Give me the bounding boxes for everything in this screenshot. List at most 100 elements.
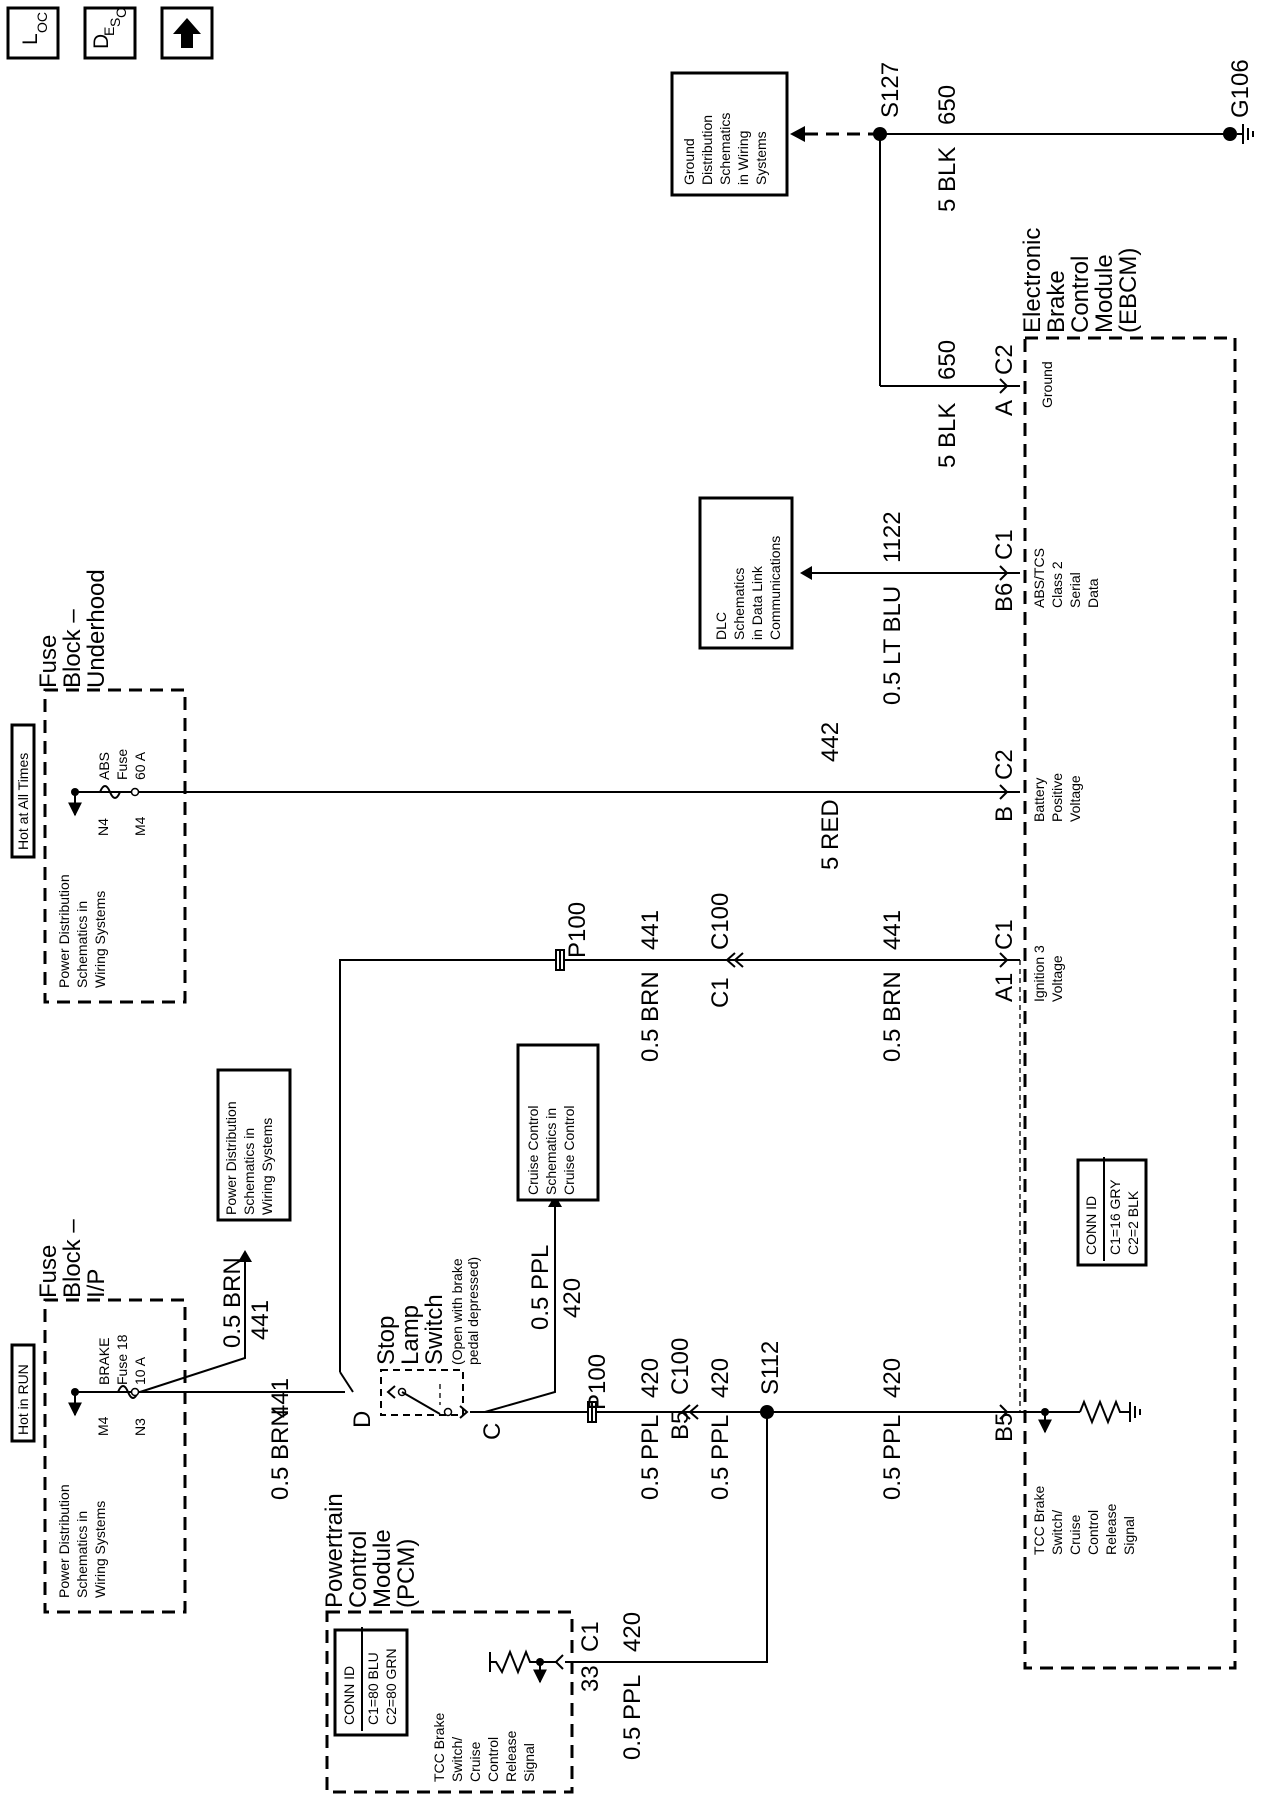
svg-text:Battery: Battery bbox=[1031, 778, 1047, 822]
svg-text:Fuse: Fuse bbox=[35, 1245, 62, 1298]
svg-text:in Wiring: in Wiring bbox=[735, 131, 751, 185]
circuit-650-bottom: 650 bbox=[934, 340, 961, 380]
ebcm-c1-data: C1 bbox=[991, 529, 1018, 560]
wire-brn-label-top-left: 0.5 BRN bbox=[637, 971, 664, 1062]
desc-sub2: S bbox=[107, 18, 123, 27]
ground-ref-text: Ground Distribution Schematics in Wiring… bbox=[681, 113, 769, 185]
desc-sub3: C bbox=[113, 8, 129, 18]
c100-label-bottom: C100 bbox=[667, 1338, 694, 1395]
arrow-up-icon bbox=[173, 18, 201, 48]
ip-node bbox=[71, 1388, 79, 1396]
s112-label: S112 bbox=[757, 1341, 784, 1395]
circuit-441-pd: 441 bbox=[247, 1300, 274, 1340]
svg-text:Switch/: Switch/ bbox=[1049, 1510, 1065, 1555]
c1-label-top: C1 bbox=[707, 977, 734, 1008]
svg-text:Systems: Systems bbox=[753, 131, 769, 185]
svg-text:in Data Link: in Data Link bbox=[749, 565, 765, 640]
circuit-442: 442 bbox=[817, 722, 844, 762]
hot-in-run-label: Hot in RUN bbox=[15, 1364, 31, 1435]
pcm-c1-label: C1 bbox=[577, 1621, 604, 1652]
svg-text:Stop: Stop bbox=[373, 1316, 400, 1365]
wire-blk-label-top: 5 BLK bbox=[934, 147, 961, 212]
brake-fuse-terminal bbox=[130, 1387, 140, 1397]
pcm-conn-id-text: CONN ID C1=80 BLU C2=80 GRN bbox=[341, 1627, 399, 1731]
up-button[interactable] bbox=[160, 6, 214, 60]
circuit-441-top-right: 441 bbox=[879, 910, 906, 950]
wire-brn-441-ignition bbox=[339, 959, 1005, 1372]
cruise-control-ref-box[interactable] bbox=[516, 1043, 600, 1202]
wire-ppl-label-cruise: 0.5 PPL bbox=[527, 1245, 554, 1330]
wire-ppl-label-b2: 0.5 PPL bbox=[707, 1415, 734, 1500]
g106-label: G106 bbox=[1227, 59, 1254, 118]
wire-ppl-label-b1: 0.5 PPL bbox=[637, 1415, 664, 1500]
svg-text:Fuse 18: Fuse 18 bbox=[114, 1334, 130, 1385]
svg-text:Communications: Communications bbox=[767, 536, 783, 640]
s127-label: S127 bbox=[877, 62, 904, 118]
ebcm-resistor-icon bbox=[1020, 1399, 1141, 1434]
c100-label-top: C100 bbox=[707, 893, 734, 950]
desc-sub1: E bbox=[101, 27, 117, 36]
dlc-ref-text: DLC Schematics in Data Link Communicatio… bbox=[713, 536, 783, 640]
svg-text:CONN ID: CONN ID bbox=[341, 1666, 357, 1725]
ebcm-ground-label: Ground bbox=[1039, 361, 1055, 408]
dlc-arrow bbox=[800, 566, 812, 580]
ebcm-conn-id-box bbox=[1076, 1158, 1148, 1267]
dlc-ref-box[interactable] bbox=[698, 496, 794, 650]
circuit-650-top: 650 bbox=[934, 85, 961, 125]
ebcm-pin-b-label: B bbox=[991, 806, 1018, 822]
pd-ip-text: Power Distribution Schematics in Wiring … bbox=[56, 1484, 108, 1598]
fuse-block-underhood-title: Fuse Block – Underhood bbox=[35, 569, 110, 688]
ground-distribution-ref-box[interactable] bbox=[670, 71, 789, 197]
pd-underhood-text: Power Distribution Schematics in Wiring … bbox=[56, 874, 108, 988]
svg-text:C1=80 BLU: C1=80 BLU bbox=[365, 1652, 381, 1725]
svg-text:Brake: Brake bbox=[1043, 270, 1070, 333]
svg-text:C2=2 BLK: C2=2 BLK bbox=[1125, 1190, 1141, 1255]
svg-text:pedal depressed): pedal depressed) bbox=[465, 1257, 481, 1365]
svg-text:Powertrain: Powertrain bbox=[321, 1493, 348, 1608]
svg-text:TCC Brake: TCC Brake bbox=[1031, 1486, 1047, 1555]
circuit-420-b2: 420 bbox=[707, 1358, 734, 1398]
circuit-420-b3: 420 bbox=[879, 1358, 906, 1398]
switch-pin-c: C bbox=[479, 1423, 506, 1440]
svg-text:Release: Release bbox=[1103, 1503, 1119, 1555]
description-button[interactable]: D E S C bbox=[83, 6, 137, 60]
ebcm-pin-a1-label: A1 bbox=[991, 973, 1018, 1002]
abs-fuse-icon bbox=[99, 785, 121, 799]
ebcm-c2-batt: C2 bbox=[991, 749, 1018, 780]
wire-brn-441-pd bbox=[139, 1260, 246, 1393]
pcm-resistor-icon bbox=[489, 1649, 564, 1684]
p100-label-top: P100 bbox=[564, 902, 591, 958]
svg-text:Control: Control bbox=[485, 1737, 501, 1782]
pd-ref-box-text: Power Distribution Schematics in Wiring … bbox=[223, 1101, 275, 1215]
svg-text:Fuse: Fuse bbox=[35, 635, 62, 688]
ground-ref-arrow bbox=[790, 126, 805, 142]
svg-text:Control: Control bbox=[1067, 256, 1094, 333]
loc-letter: L bbox=[19, 33, 42, 45]
hot-at-all-times-box bbox=[10, 723, 36, 859]
ebcm-batt-label: Battery Positive Voltage bbox=[1031, 773, 1083, 822]
p100-label-bottom: P100 bbox=[584, 1354, 611, 1410]
svg-text:60 A: 60 A bbox=[132, 751, 148, 780]
switch-terminal-c bbox=[459, 1405, 469, 1419]
svg-text:I/P: I/P bbox=[83, 1269, 110, 1298]
pcm-pin-33: 33 bbox=[577, 1665, 604, 1692]
cruise-ref-text: Cruise Control Schematics in Cruise Cont… bbox=[525, 1106, 577, 1195]
svg-text:Underhood: Underhood bbox=[83, 569, 110, 688]
location-button[interactable]: L OC bbox=[6, 6, 60, 60]
splice-s127 bbox=[873, 127, 887, 141]
hot-at-all-times-label: Hot at All Times bbox=[15, 753, 31, 850]
svg-text:TCC Brake: TCC Brake bbox=[431, 1713, 447, 1782]
switch-pin-d: D bbox=[349, 1411, 376, 1428]
svg-text:Signal: Signal bbox=[1121, 1516, 1137, 1555]
ground-g106-node bbox=[1223, 127, 1237, 141]
svg-text:Cruise: Cruise bbox=[467, 1741, 483, 1782]
stop-lamp-switch-title: Stop Lamp Switch (Open with brake pedal … bbox=[373, 1257, 481, 1365]
svg-text:C2=80 GRN: C2=80 GRN bbox=[383, 1648, 399, 1725]
svg-text:ABS/TCS: ABS/TCS bbox=[1031, 548, 1047, 608]
brake-fuse-label: BRAKE Fuse 18 10 A bbox=[96, 1334, 148, 1385]
wire-ppl-label-pcm: 0.5 PPL bbox=[619, 1675, 646, 1760]
pin-n3: N3 bbox=[132, 1418, 148, 1436]
power-distribution-ref-box[interactable] bbox=[216, 1068, 292, 1222]
ebcm-pin-b6-label: B6 bbox=[991, 583, 1018, 612]
wire-dlc-label: 0.5 LT BLU bbox=[879, 586, 906, 705]
